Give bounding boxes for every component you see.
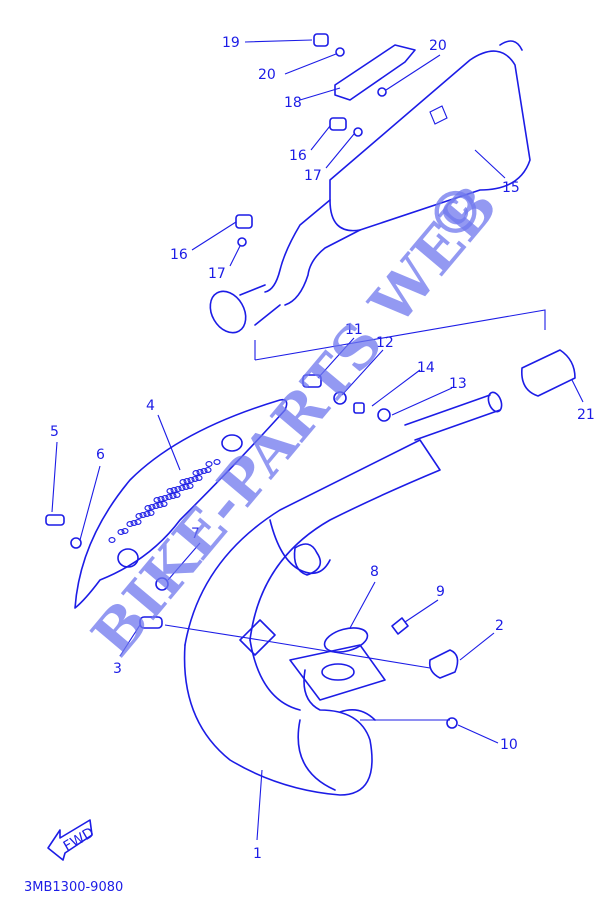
protector-hole — [135, 513, 143, 519]
label-16: 16 — [170, 247, 188, 263]
protector-hole — [187, 477, 195, 483]
protector-hole — [173, 492, 181, 498]
protector-hole — [166, 488, 174, 494]
protector-hole — [152, 503, 160, 509]
label-20: 20 — [429, 38, 447, 54]
protector-hole — [204, 467, 212, 473]
fwd-arrow-icon: FWD — [47, 819, 97, 861]
label-3: 3 — [113, 661, 122, 677]
protector-hole — [182, 484, 190, 490]
protector-hole — [179, 479, 187, 485]
protector-hole — [126, 521, 134, 527]
fwd-label: FWD — [61, 825, 97, 855]
label-13: 13 — [449, 376, 467, 392]
label-2: 2 — [495, 618, 504, 634]
bracket-part-18 — [334, 44, 416, 101]
protector-hole — [169, 493, 177, 499]
label-14: 14 — [417, 360, 435, 376]
protector-hole — [121, 528, 129, 534]
protector-hole — [183, 478, 191, 484]
bracket-part-2 — [428, 649, 459, 679]
protector-hole — [161, 495, 169, 501]
protector-hole — [213, 459, 221, 465]
gasket-part-8 — [323, 627, 369, 653]
joint-pipe — [404, 349, 576, 441]
label-5: 5 — [50, 424, 59, 440]
protector-hole — [174, 486, 182, 492]
label-6: 6 — [96, 447, 105, 463]
protector-hole — [165, 494, 173, 500]
label-10: 10 — [500, 737, 518, 753]
protector-hole — [153, 497, 161, 503]
protector-hole — [196, 469, 204, 475]
label-8: 8 — [370, 564, 379, 580]
protector-hole — [170, 487, 178, 493]
label-17: 17 — [208, 266, 226, 282]
label-15: 15 — [502, 180, 520, 196]
label-20: 20 — [258, 67, 276, 83]
protector-hole — [192, 470, 200, 476]
protector-hole — [139, 512, 147, 518]
protector-hole — [134, 519, 142, 525]
protector-hole — [117, 529, 125, 535]
protector-hole — [186, 483, 194, 489]
label-17: 17 — [304, 168, 322, 184]
protector-hole — [195, 475, 203, 481]
label-18: 18 — [284, 95, 302, 111]
protector-hole — [191, 476, 199, 482]
protector-hole — [108, 537, 116, 543]
label-21: 21 — [577, 407, 595, 423]
label-7: 7 — [191, 526, 200, 542]
leader-lines — [51, 39, 584, 841]
label-12: 12 — [376, 335, 394, 351]
watermark-text: BIKE-PARTS WEB — [79, 172, 511, 669]
protector-hole — [148, 504, 156, 510]
protector-hole — [144, 505, 152, 511]
label-11: 11 — [345, 322, 363, 338]
label-4: 4 — [146, 398, 155, 414]
label-19: 19 — [222, 35, 240, 51]
label-9: 9 — [436, 584, 445, 600]
label-1: 1 — [253, 846, 262, 862]
protector-hole — [160, 501, 168, 507]
bolts — [45, 33, 458, 729]
protector-holes — [108, 459, 221, 543]
silencer-part-15 — [209, 40, 531, 334]
heat-protector-part-4 — [74, 398, 288, 609]
protector-hole — [178, 485, 186, 491]
protector-hole — [205, 461, 213, 467]
protector-hole — [130, 520, 138, 526]
diagram-code: 3MB1300-9080 — [24, 880, 123, 895]
label-16: 16 — [289, 148, 307, 164]
protector-hole — [156, 502, 164, 508]
protector-hole — [147, 510, 155, 516]
exhaust-pipe-part-1 — [183, 439, 441, 796]
protector-hole — [157, 496, 165, 502]
protector-hole — [143, 511, 151, 517]
protector-hole — [200, 468, 208, 474]
part-labels: 19 20 20 18 16 17 15 16 17 11 12 14 13 2… — [50, 35, 595, 862]
